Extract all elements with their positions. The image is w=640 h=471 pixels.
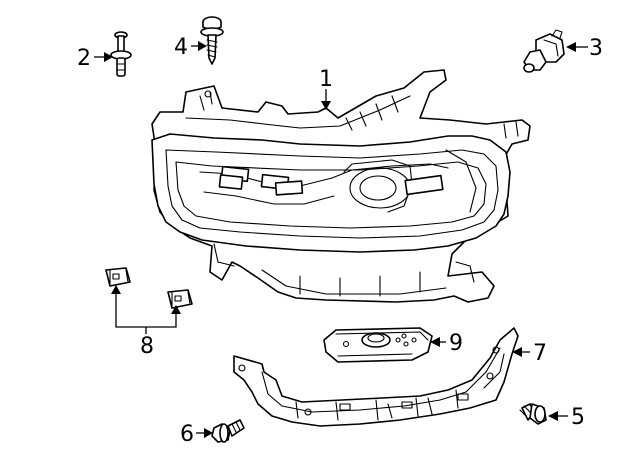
callout-8: 8 <box>140 334 154 359</box>
leader-9 <box>430 337 446 347</box>
screw-with-washer <box>200 16 224 65</box>
push-pin-fastener <box>110 31 132 77</box>
callout-5: 5 <box>571 405 585 430</box>
leader-6 <box>196 428 213 438</box>
callout-4: 4 <box>174 35 188 60</box>
hex-bolt <box>211 419 245 443</box>
headlamp-assembly <box>151 69 531 303</box>
electrical-connector <box>523 29 565 73</box>
leader-1 <box>321 89 331 110</box>
leader-4 <box>191 41 207 51</box>
callout-9: 9 <box>449 331 463 356</box>
leader-5 <box>548 411 568 421</box>
hex-bolt <box>519 403 547 425</box>
callout-3: 3 <box>589 36 603 61</box>
leader-7 <box>512 347 530 357</box>
callout-7: 7 <box>533 341 547 366</box>
callout-1: 1 <box>319 67 333 92</box>
leader-8 <box>111 285 181 334</box>
lamp-control-module <box>323 327 433 363</box>
leader-3 <box>566 42 588 52</box>
mounting-bracket <box>233 327 519 427</box>
callout-2: 2 <box>77 46 91 71</box>
callout-6: 6 <box>180 422 194 447</box>
leader-2 <box>94 52 113 62</box>
retainer-clips <box>105 267 193 309</box>
